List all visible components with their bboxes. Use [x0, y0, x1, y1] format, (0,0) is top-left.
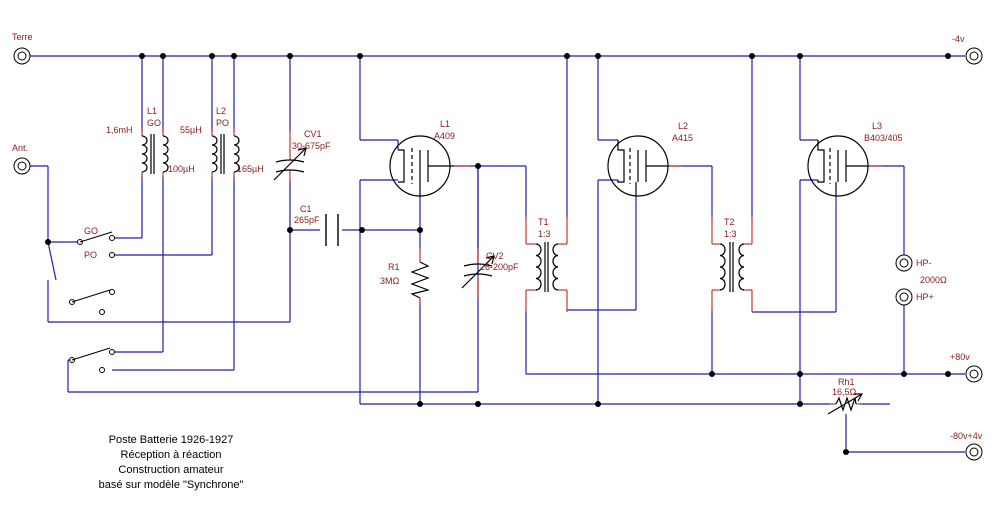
label-l2-band: PO [216, 118, 229, 128]
label-l2-primary: 55µH [180, 125, 202, 135]
tube-l3 [807, 135, 869, 197]
label-r1-value: 3MΩ [380, 276, 400, 286]
label-cv1-name: CV1 [304, 129, 322, 139]
rheostat-rh1 [827, 393, 864, 415]
label-minus4v: -4v [952, 34, 965, 44]
label-cv2-name: CV2 [486, 251, 504, 261]
band-switches [69, 231, 115, 373]
label-cv1-value: 30-675pF [292, 141, 331, 151]
label-r1-name: R1 [388, 262, 400, 272]
transformer-t2 [719, 242, 745, 292]
label-tube1-type: A409 [434, 131, 455, 141]
label-t2-ratio: 1:3 [724, 229, 737, 239]
junction-dots [45, 53, 951, 455]
component-leads [141, 128, 882, 405]
tube-l1 [389, 135, 454, 197]
label-cv2-value: 26-200pF [480, 262, 519, 272]
label-tube2-type: A415 [672, 133, 693, 143]
coil-l2 [211, 134, 240, 174]
capacitor-cv1 [273, 147, 307, 181]
note-line-4: basé sur modèle "Synchrone" [99, 479, 244, 491]
terminal-ant [13, 157, 31, 175]
terminal-terre [13, 47, 31, 65]
label-hp-minus: HP- [916, 258, 932, 268]
label-c1-name: C1 [300, 204, 312, 214]
label-l2-secondary: 165µH [237, 164, 264, 174]
label-l2-name: L2 [216, 106, 226, 116]
label-l1-name: L1 [147, 106, 157, 116]
capacitor-c1 [325, 214, 339, 246]
label-tube3-type: B403/405 [864, 133, 903, 143]
label-c1-value: 265pF [294, 215, 320, 225]
label-rh1-value: 16,5Ω [832, 387, 857, 397]
label-l1-secondary: 100µH [168, 164, 195, 174]
terminal-hp-minus [895, 254, 913, 272]
label-l1-primary: 1,6mH [106, 125, 133, 135]
label-hp-imp: 2000Ω [920, 275, 947, 285]
label-terre: Terre [12, 32, 33, 42]
label-tube3-name: L3 [872, 121, 882, 131]
label-t2-name: T2 [724, 217, 735, 227]
label-tube1-name: L1 [440, 119, 450, 129]
resistor-r1 [410, 261, 431, 299]
capacitor-cv2 [461, 255, 495, 289]
coil-l1 [141, 134, 169, 174]
terminal-minus80v [965, 443, 983, 461]
terminal-minus4v [965, 47, 983, 65]
label-l1-band: GO [147, 118, 161, 128]
label-hp-plus: HP+ [916, 292, 934, 302]
terminal-hp-plus [895, 288, 913, 306]
label-tube2-name: L2 [678, 121, 688, 131]
tube-l2 [607, 135, 669, 197]
transformer-t1 [535, 242, 559, 292]
label-plus80v: +80v [950, 352, 970, 362]
label-minus80v: -80v+4v [950, 431, 983, 441]
terminal-plus80v [965, 365, 983, 383]
label-rh1-name: Rh1 [838, 377, 855, 387]
label-t1-ratio: 1:3 [538, 229, 551, 239]
note-line-2: Réception à réaction [121, 449, 222, 461]
label-t1-name: T1 [538, 217, 549, 227]
label-switch-po: PO [84, 250, 97, 260]
note-line-1: Poste Batterie 1926-1927 [109, 434, 234, 446]
note-line-3: Construction amateur [118, 464, 223, 476]
label-ant: Ant. [12, 143, 28, 153]
wiring [30, 55, 965, 453]
label-switch-go: GO [84, 226, 98, 236]
